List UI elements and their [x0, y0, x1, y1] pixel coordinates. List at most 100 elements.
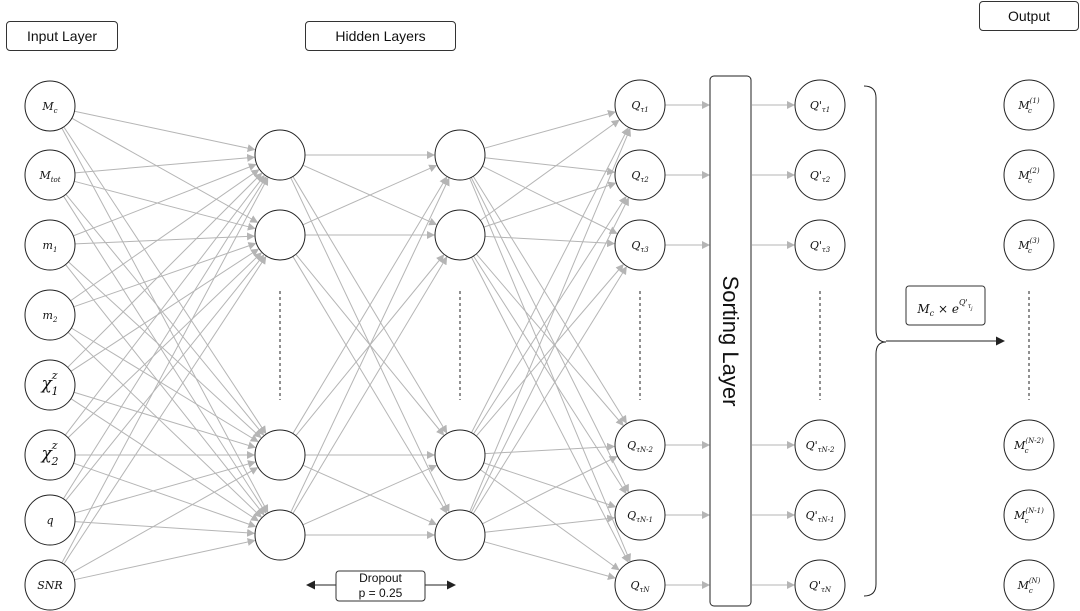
input-label: Mtot [38, 169, 60, 184]
dropout-title: Dropout [359, 571, 402, 585]
edge-input-hidden1 [74, 153, 256, 174]
edge-hidden2-quantile [472, 266, 627, 515]
edge-input-hidden1 [68, 261, 262, 439]
quantile-node [614, 219, 666, 271]
sorted-quantile-node [794, 489, 846, 541]
quantile-label: Qτ2 [631, 169, 649, 184]
edge-input-hidden1 [67, 331, 262, 518]
dropout-indicator: Dropout p = 0.25 [306, 570, 456, 602]
sorted-quantile-node [794, 559, 846, 611]
edge-hidden2-quantile [469, 177, 631, 562]
edge-hidden2-quantile [483, 541, 616, 581]
output-label: Output [1007, 8, 1051, 24]
edge-input-hidden1 [70, 169, 260, 302]
input-node [24, 359, 76, 411]
edge-hidden1-hidden2 [290, 177, 450, 513]
edge-hidden2-quantile [469, 128, 631, 513]
output-node [1003, 489, 1055, 541]
input-label: SNR [37, 579, 62, 592]
sorted-quantile-label: Q'τN-1 [806, 509, 835, 524]
edge-hidden2-quantile [484, 157, 616, 176]
edge-input-hidden1 [62, 176, 267, 500]
edge-input-hidden1 [70, 398, 260, 522]
edge-input-hidden1 [67, 252, 262, 439]
input-layer-header: Input Layer [6, 21, 118, 51]
hidden-layers-header: Hidden Layers [305, 21, 456, 51]
sorted-quantile-label: Q'τ2 [810, 169, 831, 184]
hidden-layers-label: Hidden Layers [335, 28, 426, 44]
output-label: M(2)c [1017, 167, 1039, 185]
sorted-quantile-node [794, 419, 846, 471]
transform-formula: Mc × eQ'τj [916, 298, 973, 318]
input-node [24, 494, 76, 546]
edge-hidden2-quantile [470, 127, 629, 433]
ellipsis-dots [279, 291, 1030, 400]
output-label: M(N)c [1017, 577, 1041, 595]
edge-input-hidden1 [71, 467, 259, 574]
edge-input-hidden1 [65, 254, 265, 501]
edge-input-hidden1 [61, 127, 269, 513]
input-label: m2 [43, 309, 58, 324]
input-label: Mc [41, 100, 57, 115]
edge-hidden1-hidden2 [292, 256, 448, 514]
edge-input-hidden1 [67, 172, 263, 368]
output-label: M(3)c [1017, 237, 1039, 255]
edge-input-hidden1 [73, 163, 257, 237]
edge-hidden2-quantile [484, 442, 616, 455]
edge-input-hidden1 [73, 242, 257, 308]
sorting-layer-label: Sorting Layer [718, 276, 743, 407]
edge-input-hidden1 [70, 248, 260, 372]
input-node [24, 429, 76, 481]
input-node [24, 80, 76, 132]
edge-hidden2-quantile [483, 181, 617, 228]
edge-hidden2-quantile [470, 177, 629, 493]
output-label: M(N-2)c [1013, 437, 1044, 455]
output-header: Output [979, 1, 1079, 31]
edge-hidden2-quantile [473, 196, 627, 435]
output-label: M(N-1)c [1013, 507, 1044, 525]
edge-hidden2-quantile [470, 197, 629, 513]
edge-hidden2-quantile [470, 257, 629, 563]
edge-hidden1-hidden2 [302, 464, 438, 526]
sorted-quantile-node [794, 79, 846, 131]
edge-input-hidden1 [73, 460, 256, 514]
edge-hidden2-quantile [473, 255, 627, 494]
edge-hidden2-quantile [483, 109, 616, 149]
edge-hidden2-quantile [472, 175, 627, 424]
edge-hidden2-quantile [484, 235, 616, 248]
output-node [1003, 79, 1055, 131]
quantile-label: Qτ3 [631, 239, 649, 254]
quantile-label: QτN-1 [627, 509, 653, 524]
hidden1-node [254, 429, 306, 481]
edge-hidden1-hidden2 [302, 164, 438, 226]
output-node [1003, 419, 1055, 471]
edge-hidden1-hidden2 [292, 176, 448, 434]
edge-input-hidden1 [61, 177, 269, 564]
hidden1-node [254, 509, 306, 561]
quantile-node [614, 489, 666, 541]
hidden2-node [434, 209, 486, 261]
edge-input-hidden1 [71, 117, 259, 223]
edge-hidden2-quantile [483, 462, 617, 509]
hidden2-node [434, 509, 486, 561]
quantile-node [614, 559, 666, 611]
edge-hidden2-quantile [482, 456, 618, 525]
input-node [24, 559, 76, 611]
sorted-quantile-label: Q'τ1 [810, 99, 830, 114]
sorted-quantile-label: Q'τN [809, 579, 832, 594]
edge-input-hidden1 [63, 195, 267, 514]
hidden2-node [434, 429, 486, 481]
input-label: q [46, 514, 53, 527]
input-node [24, 149, 76, 201]
edge-input-hidden1 [74, 521, 256, 537]
edge-input-hidden1 [73, 391, 257, 450]
input-layer-label: Input Layer [26, 28, 98, 44]
input-node [24, 219, 76, 271]
connection-edges [61, 101, 795, 589]
input-node [24, 289, 76, 341]
edge-input-hidden1 [71, 327, 259, 443]
